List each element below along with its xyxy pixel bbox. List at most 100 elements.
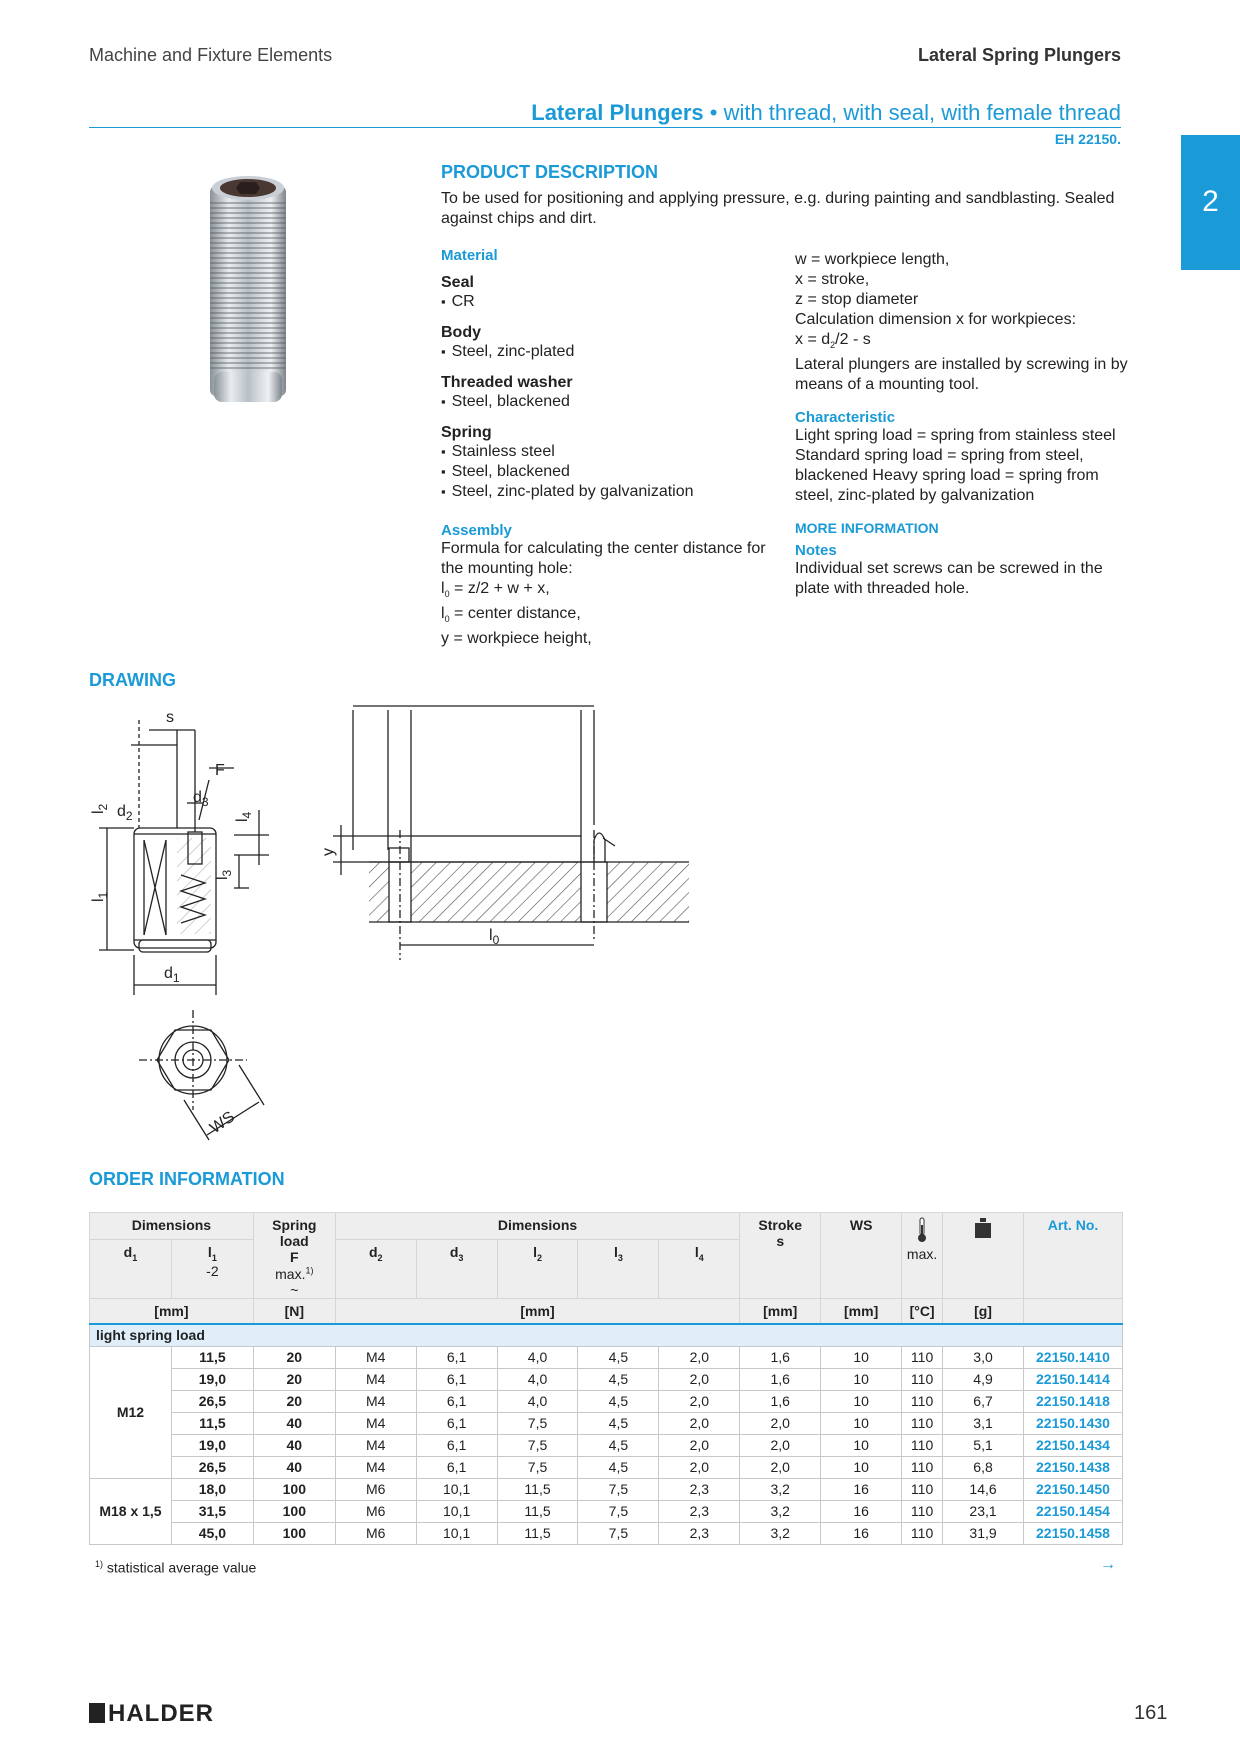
cell-f: 20 (252, 1389, 336, 1413)
cell-l2: 7,5 (496, 1411, 579, 1435)
thermometer-icon (918, 1217, 927, 1242)
product-photo (210, 176, 286, 402)
cell-ws: 16 (820, 1499, 903, 1523)
cell-f: 100 (252, 1477, 336, 1501)
cell-art-link[interactable]: 22150.1414 (1022, 1367, 1124, 1391)
cell-s: 1,6 (739, 1345, 822, 1369)
unit-mm: [mm] (89, 1297, 254, 1326)
label-l2: l2 (90, 803, 110, 814)
head-d3: d3 (415, 1239, 498, 1299)
cell-f: 40 (252, 1433, 336, 1457)
cell-l4: 2,0 (658, 1389, 741, 1413)
col2-line: w = workpiece length, (795, 251, 950, 268)
cell-t: 110 (901, 1389, 944, 1413)
cell-t: 110 (901, 1477, 944, 1501)
cell-l1: 11,5 (170, 1411, 254, 1435)
cell-art-link[interactable]: 22150.1438 (1022, 1455, 1124, 1479)
cell-art-link[interactable]: 22150.1454 (1022, 1499, 1124, 1523)
cell-art-link[interactable]: 22150.1434 (1022, 1433, 1124, 1457)
cell-l3: 4,5 (577, 1389, 660, 1413)
unit-g: [g] (942, 1297, 1024, 1326)
head-l2: l2 (496, 1239, 579, 1299)
col2-line: z = stop diameter (795, 291, 919, 308)
unit-c: [°C] (901, 1297, 944, 1326)
label-d3: d3 (193, 789, 209, 809)
cell-l2: 4,0 (496, 1345, 579, 1369)
cell-l1: 19,0 (170, 1367, 254, 1391)
cell-d3: 6,1 (415, 1433, 498, 1457)
head-l3: l3 (577, 1239, 660, 1299)
formula-text: = z/2 + w + x, (454, 580, 550, 597)
cell-art-link[interactable]: 22150.1418 (1022, 1389, 1124, 1413)
cell-d3: 6,1 (415, 1455, 498, 1479)
col2-formula-rest: /2 - s (835, 331, 871, 348)
footnote: 1) statistical average value (95, 1559, 257, 1576)
head-d1: d1 (89, 1239, 172, 1299)
cell-d1: M18 x 1,5 (89, 1477, 172, 1545)
cell-f: 20 (252, 1367, 336, 1391)
arrow-right-icon[interactable]: → (1100, 1556, 1116, 1573)
install-text: Lateral plungers are installed by screwi… (795, 356, 1128, 394)
title-rest: • with thread, with seal, with female th… (703, 100, 1121, 125)
cell-art-link[interactable]: 22150.1430 (1022, 1411, 1124, 1435)
cell-art-link[interactable]: 22150.1410 (1022, 1345, 1124, 1369)
cell-l3: 4,5 (577, 1367, 660, 1391)
cell-l1: 18,0 (170, 1477, 254, 1501)
cell-l4: 2,0 (658, 1345, 741, 1369)
technical-drawing: s F d3 d2 l2 l4 l3 l1 d1 WS (90, 700, 689, 1141)
cell-s: 1,6 (739, 1367, 822, 1391)
chapter-tab[interactable]: 2 (1181, 135, 1240, 270)
cell-l4: 2,3 (658, 1477, 741, 1501)
group-light-spring: light spring load (89, 1323, 1123, 1347)
cell-f: 40 (252, 1411, 336, 1435)
cell-t: 110 (901, 1499, 944, 1523)
cell-l3: 7,5 (577, 1499, 660, 1523)
head-l4: l4 (658, 1239, 741, 1299)
cell-g: 5,1 (942, 1433, 1024, 1457)
cell-l4: 2,0 (658, 1455, 741, 1479)
cell-g: 6,7 (942, 1389, 1024, 1413)
cell-t: 110 (901, 1411, 944, 1435)
cell-l2: 7,5 (496, 1455, 579, 1479)
cell-l4: 2,3 (658, 1521, 741, 1545)
cell-art-link[interactable]: 22150.1450 (1022, 1477, 1124, 1501)
title-divider (89, 127, 1121, 128)
cell-t: 110 (901, 1345, 944, 1369)
cell-l1: 26,5 (170, 1455, 254, 1479)
cell-art-link[interactable]: 22150.1458 (1022, 1521, 1124, 1545)
cell-d2: M4 (334, 1433, 417, 1457)
cell-d3: 6,1 (415, 1345, 498, 1369)
characteristic-title: Characteristic (795, 409, 896, 427)
head-temperature: max. (901, 1212, 944, 1299)
cell-ws: 10 (820, 1433, 903, 1457)
head-dimensions-2: Dimensions (334, 1211, 741, 1241)
label-ws: WS (207, 1108, 238, 1137)
cell-l2: 11,5 (496, 1521, 579, 1545)
washer-label: Threaded washer (441, 374, 573, 391)
label-w: w (483, 700, 496, 704)
unit-n: [N] (252, 1297, 336, 1326)
seal-label: Seal (441, 274, 474, 291)
cell-d3: 6,1 (415, 1367, 498, 1391)
label-d2: d2 (117, 803, 133, 823)
spring-label: Spring (441, 424, 492, 441)
head-weight (942, 1212, 1024, 1299)
cell-l3: 4,5 (577, 1345, 660, 1369)
title-bold: Lateral Plungers (531, 100, 704, 125)
label-x: x (599, 700, 607, 704)
cell-d2: M4 (334, 1411, 417, 1435)
notes-text: Individual set screws can be screwed in … (795, 560, 1103, 598)
cell-ws: 16 (820, 1521, 903, 1545)
washer-item: Steel, blackened (441, 392, 786, 412)
cell-d2: M4 (334, 1455, 417, 1479)
cell-ws: 10 (820, 1455, 903, 1479)
characteristic-text: Light spring load = spring from stainles… (795, 427, 1116, 505)
logo-mark-icon (89, 1703, 105, 1723)
halder-logo: HALDER (89, 1700, 214, 1728)
